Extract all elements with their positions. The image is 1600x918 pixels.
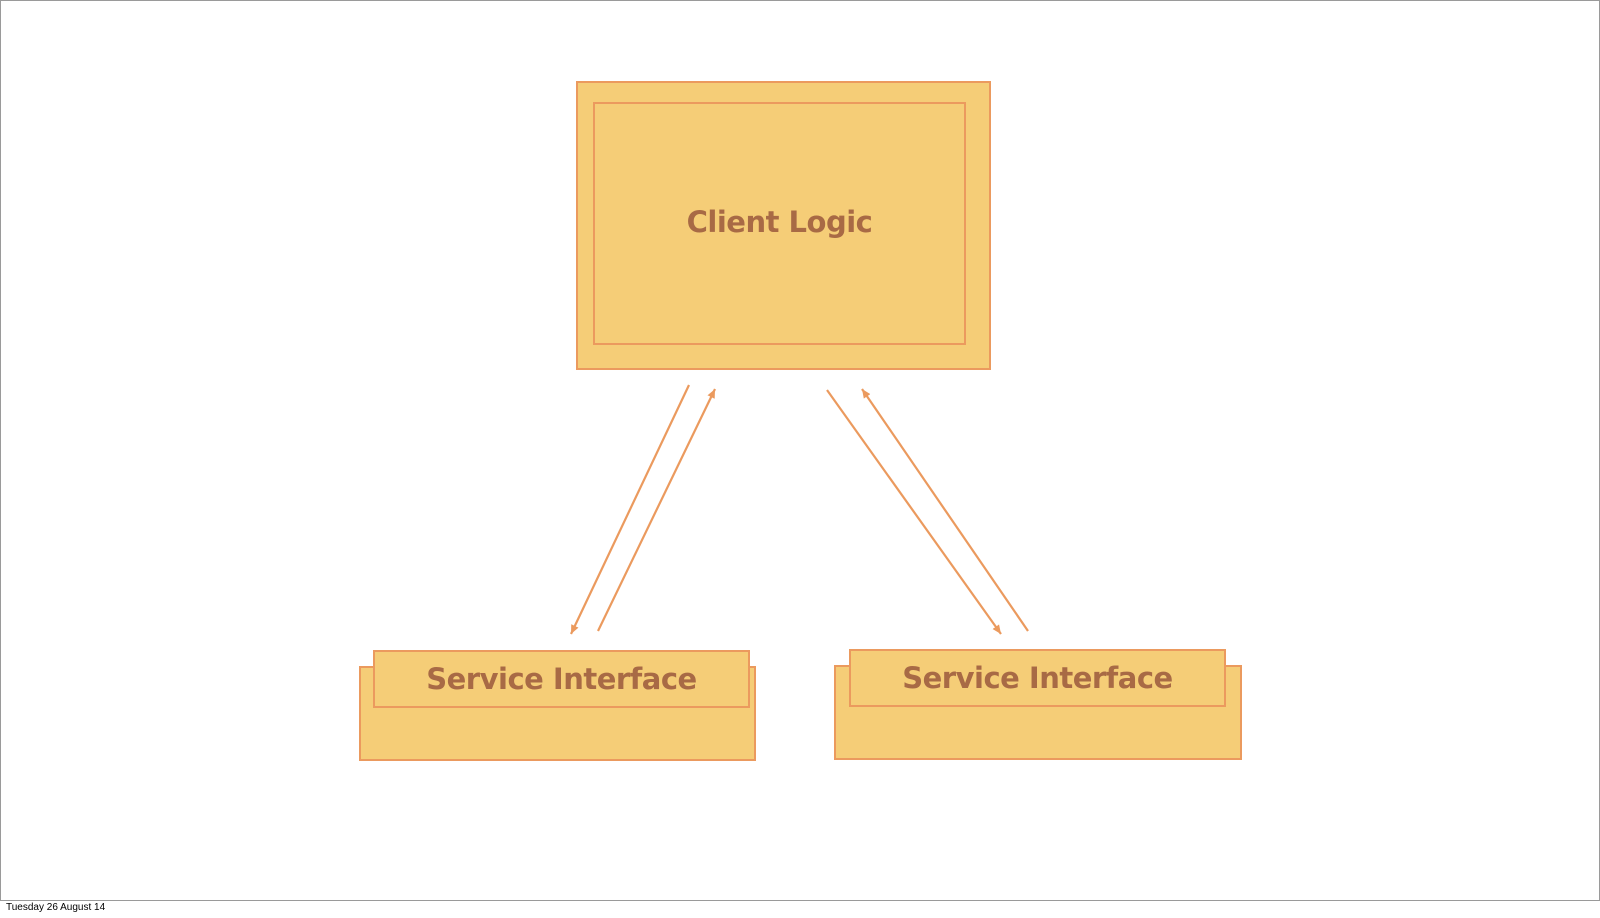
arrow-client-to-service-2 bbox=[826, 389, 1002, 635]
arrow-client-to-service-1 bbox=[570, 384, 690, 635]
client-logic-label: Client Logic bbox=[686, 205, 873, 239]
client-logic-inner-box bbox=[593, 102, 966, 345]
arrow-service-2-to-client bbox=[861, 388, 1029, 632]
service-2-front-box bbox=[849, 649, 1226, 707]
service-2-label: Service Interface bbox=[902, 661, 1173, 695]
service-1-label: Service Interface bbox=[426, 662, 697, 696]
service-1-front-box bbox=[373, 650, 750, 708]
arrow-service-1-to-client bbox=[597, 388, 716, 632]
footer-date: Tuesday 26 August 14 bbox=[6, 902, 106, 913]
